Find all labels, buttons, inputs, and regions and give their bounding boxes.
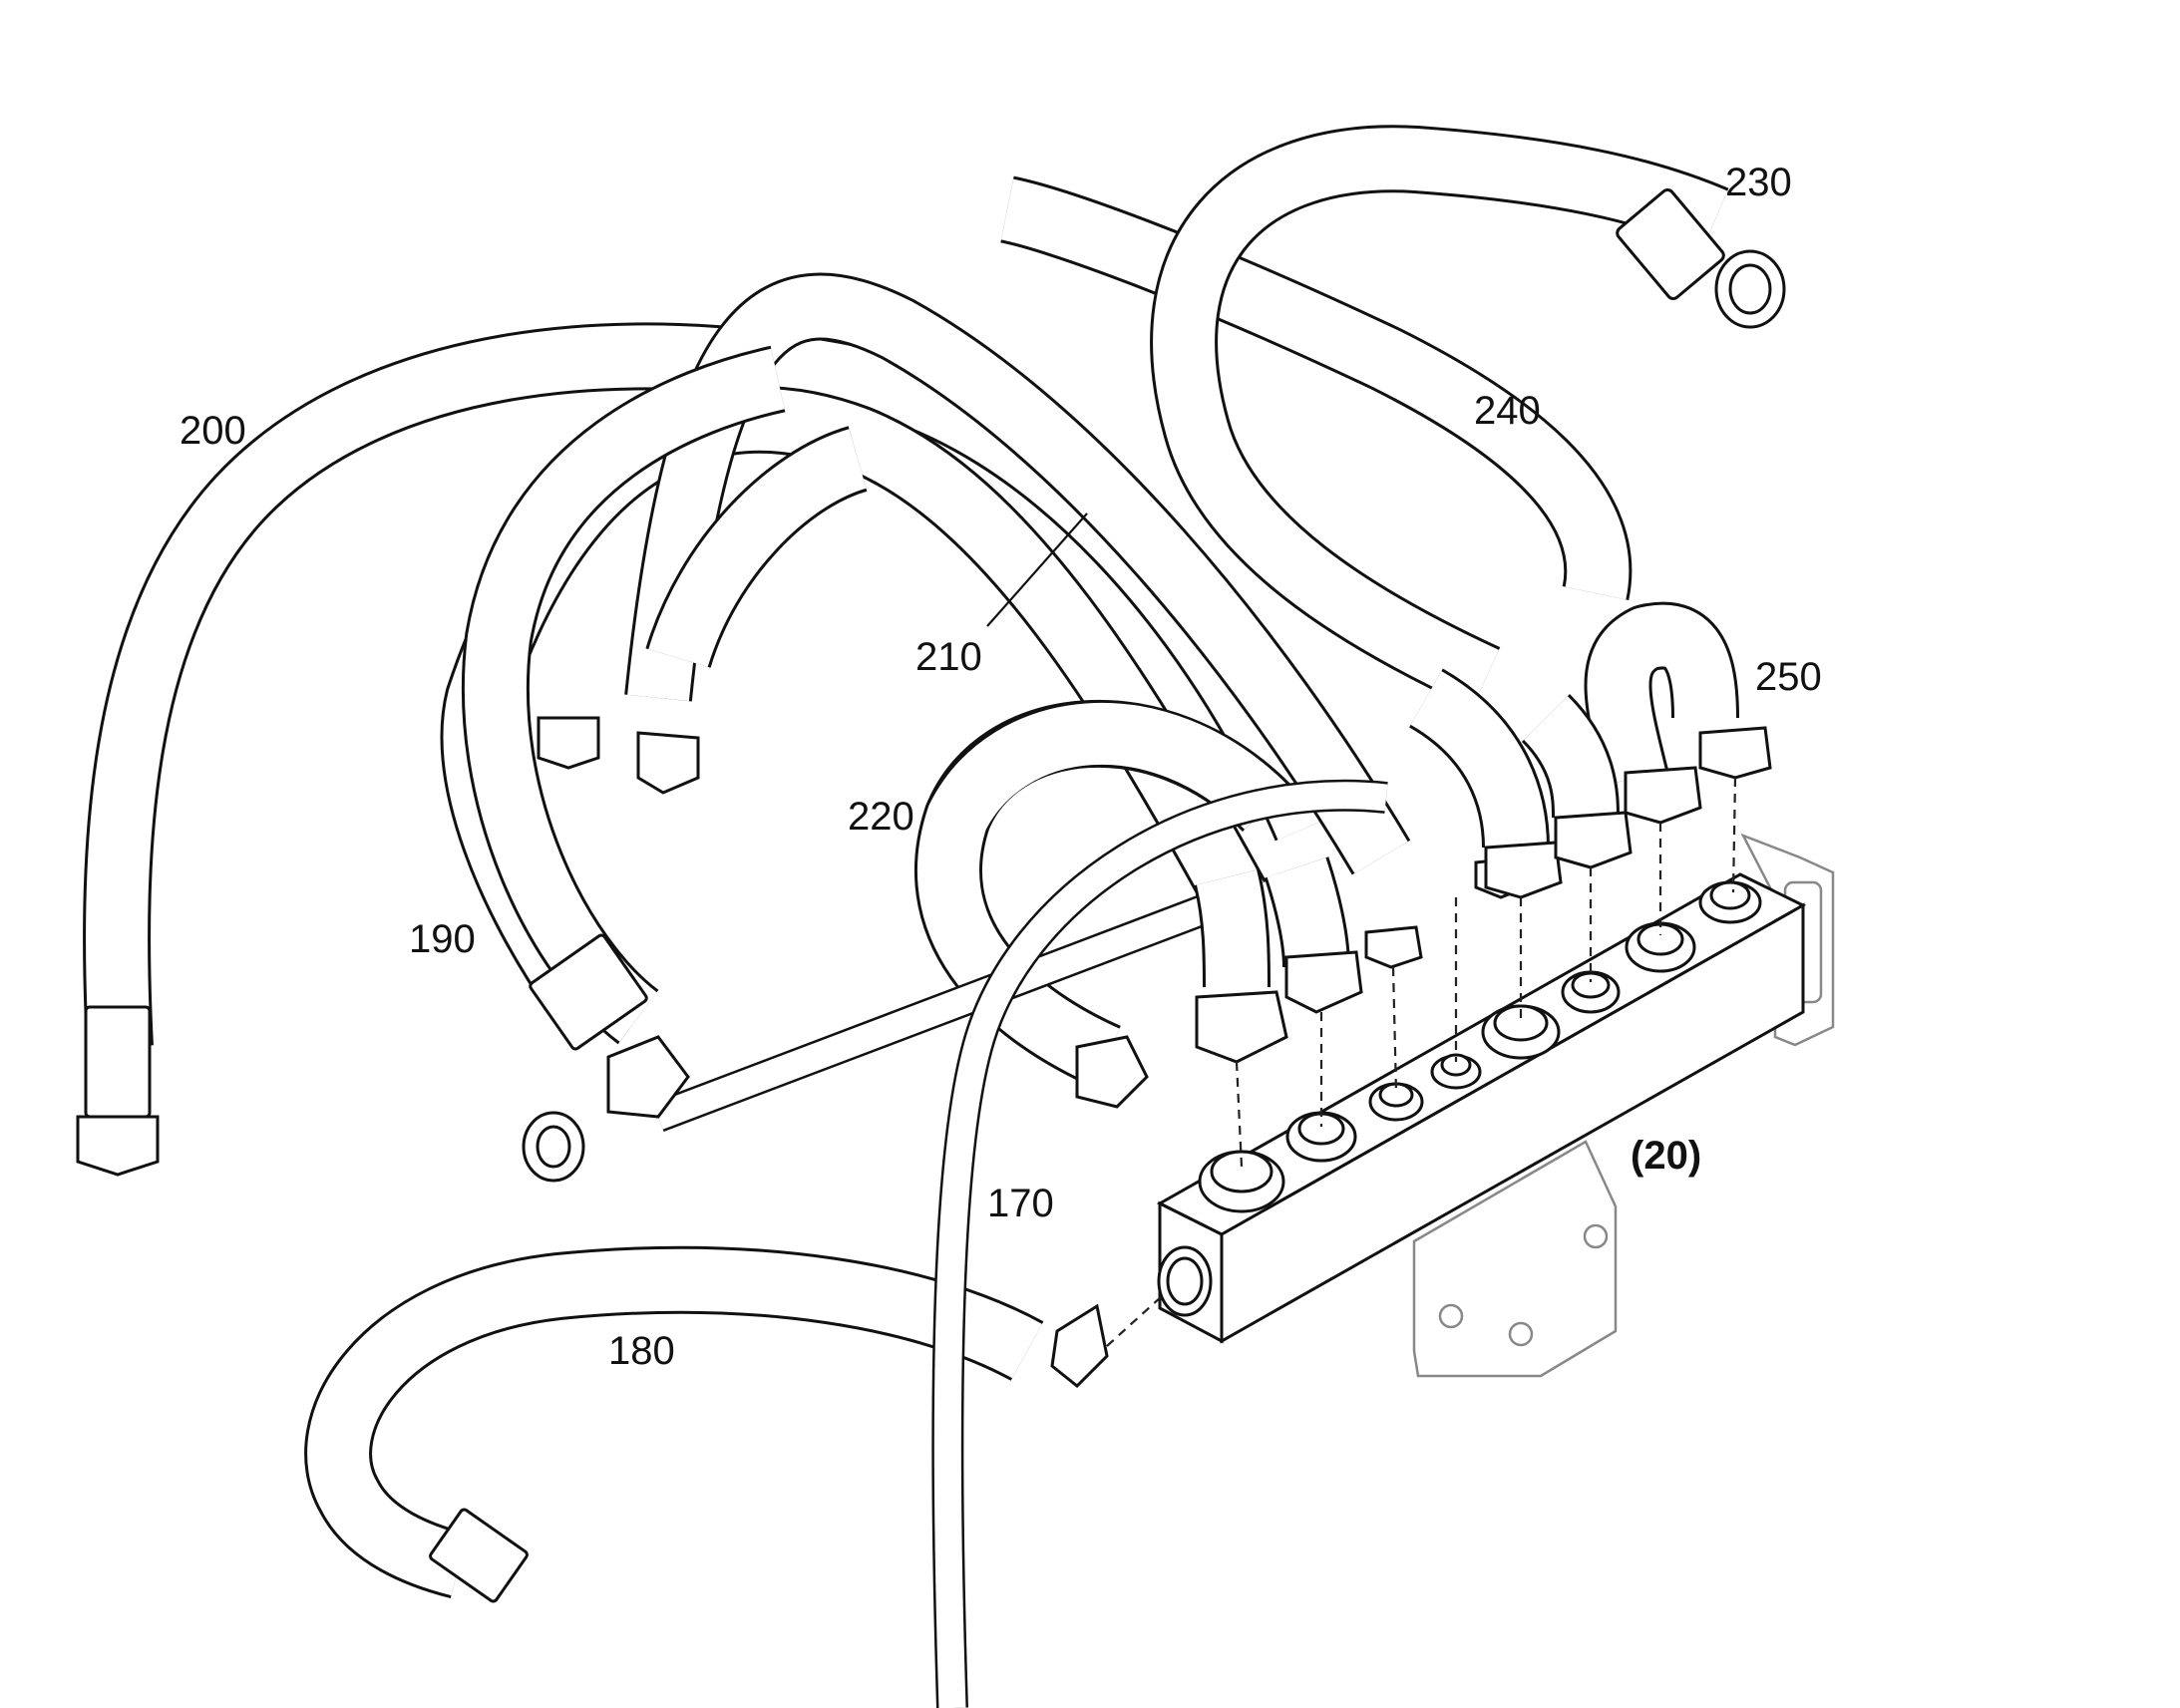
fittings (76, 187, 1786, 1603)
label-200: 200 (180, 409, 246, 453)
label-220: 220 (848, 795, 914, 839)
label-180: 180 (608, 1329, 675, 1373)
label-240: 240 (1474, 389, 1541, 433)
nut-5 (1484, 841, 1563, 899)
label-190: 190 (409, 917, 476, 961)
label-210: 210 (915, 635, 982, 679)
nut-2 (1284, 950, 1363, 1014)
assembly-dash-lines (1106, 777, 1737, 1347)
label-20: (20) (1631, 1134, 1701, 1178)
nut-6 (1554, 811, 1633, 869)
leader-210 (986, 512, 1088, 627)
mounting-bracket (1412, 1140, 1618, 1378)
nut-7 (1624, 766, 1702, 825)
nut-1 (1195, 990, 1288, 1064)
label-230: 230 (1725, 161, 1792, 204)
nut-3 (1364, 925, 1423, 969)
manifold-ports (1198, 880, 1762, 1213)
label-250: 250 (1755, 655, 1822, 699)
side-port (1157, 1245, 1213, 1317)
label-170: 170 (987, 1182, 1054, 1225)
nut-8 (1698, 726, 1772, 780)
